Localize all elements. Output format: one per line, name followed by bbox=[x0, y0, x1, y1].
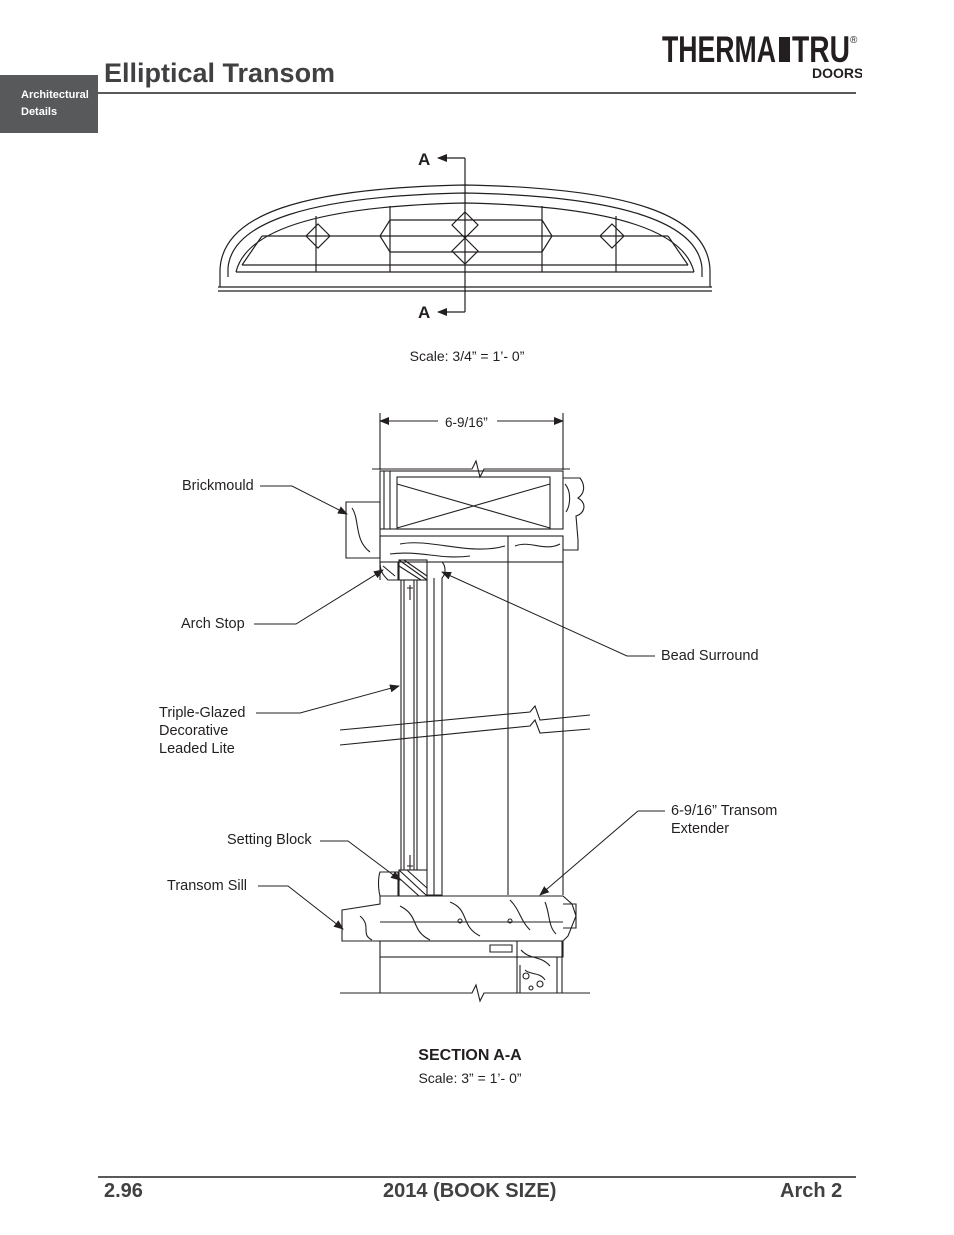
section-tab: Architectural Details bbox=[0, 75, 98, 133]
logo-word-tru: TRU bbox=[792, 30, 850, 70]
page-title: Elliptical Transom bbox=[104, 58, 336, 88]
label-transom-extender: 6-9/16” Transom Extender bbox=[671, 803, 778, 837]
dimension-label: 6-9/16” bbox=[445, 415, 488, 430]
elevation-view bbox=[218, 154, 712, 316]
leader-bead-surround bbox=[441, 571, 655, 657]
label-transom-sill: Transom Sill bbox=[167, 878, 248, 894]
leader-brickmould bbox=[260, 485, 348, 515]
leader-arch-stop bbox=[254, 569, 384, 625]
section-view bbox=[339, 413, 591, 1003]
logo-registered: ® bbox=[850, 35, 858, 46]
label-bead-surround: Bead Surround bbox=[661, 648, 759, 664]
leader-triple-glazed bbox=[256, 684, 400, 714]
elevation-scale: Scale: 3/4” = 1’- 0” bbox=[409, 348, 525, 364]
leader-transom-extender bbox=[539, 810, 665, 896]
label-brickmould: Brickmould bbox=[182, 478, 254, 494]
therma-tru-logo: THERMA TRU ® DOORS bbox=[662, 30, 862, 81]
leader-lines bbox=[254, 485, 665, 930]
section-tab-line1: Architectural bbox=[21, 89, 89, 101]
section-tab-line2: Details bbox=[21, 106, 58, 118]
footer-rule bbox=[98, 1176, 856, 1178]
logo-word-therma: THERMA bbox=[662, 30, 776, 70]
leader-setting-block bbox=[320, 840, 401, 881]
footer-edition: 2014 (BOOK SIZE) bbox=[383, 1180, 557, 1202]
section-scale: Scale: 3” = 1’- 0” bbox=[418, 1070, 522, 1086]
footer-section: Arch 2 bbox=[780, 1180, 843, 1202]
section-title: SECTION A-A bbox=[418, 1047, 522, 1064]
footer-page-number: 2.96 bbox=[104, 1180, 143, 1202]
section-mark-bottom: A bbox=[418, 303, 430, 322]
label-setting-block: Setting Block bbox=[227, 832, 312, 848]
label-arch-stop: Arch Stop bbox=[181, 616, 245, 632]
logo-block bbox=[779, 37, 790, 62]
label-triple-glazed: Triple-Glazed Decorative Leaded Lite bbox=[159, 705, 246, 757]
logo-doors: DOORS bbox=[812, 65, 862, 81]
leader-transom-sill bbox=[258, 885, 344, 930]
section-mark-top: A bbox=[418, 150, 430, 169]
header-rule bbox=[98, 92, 856, 94]
